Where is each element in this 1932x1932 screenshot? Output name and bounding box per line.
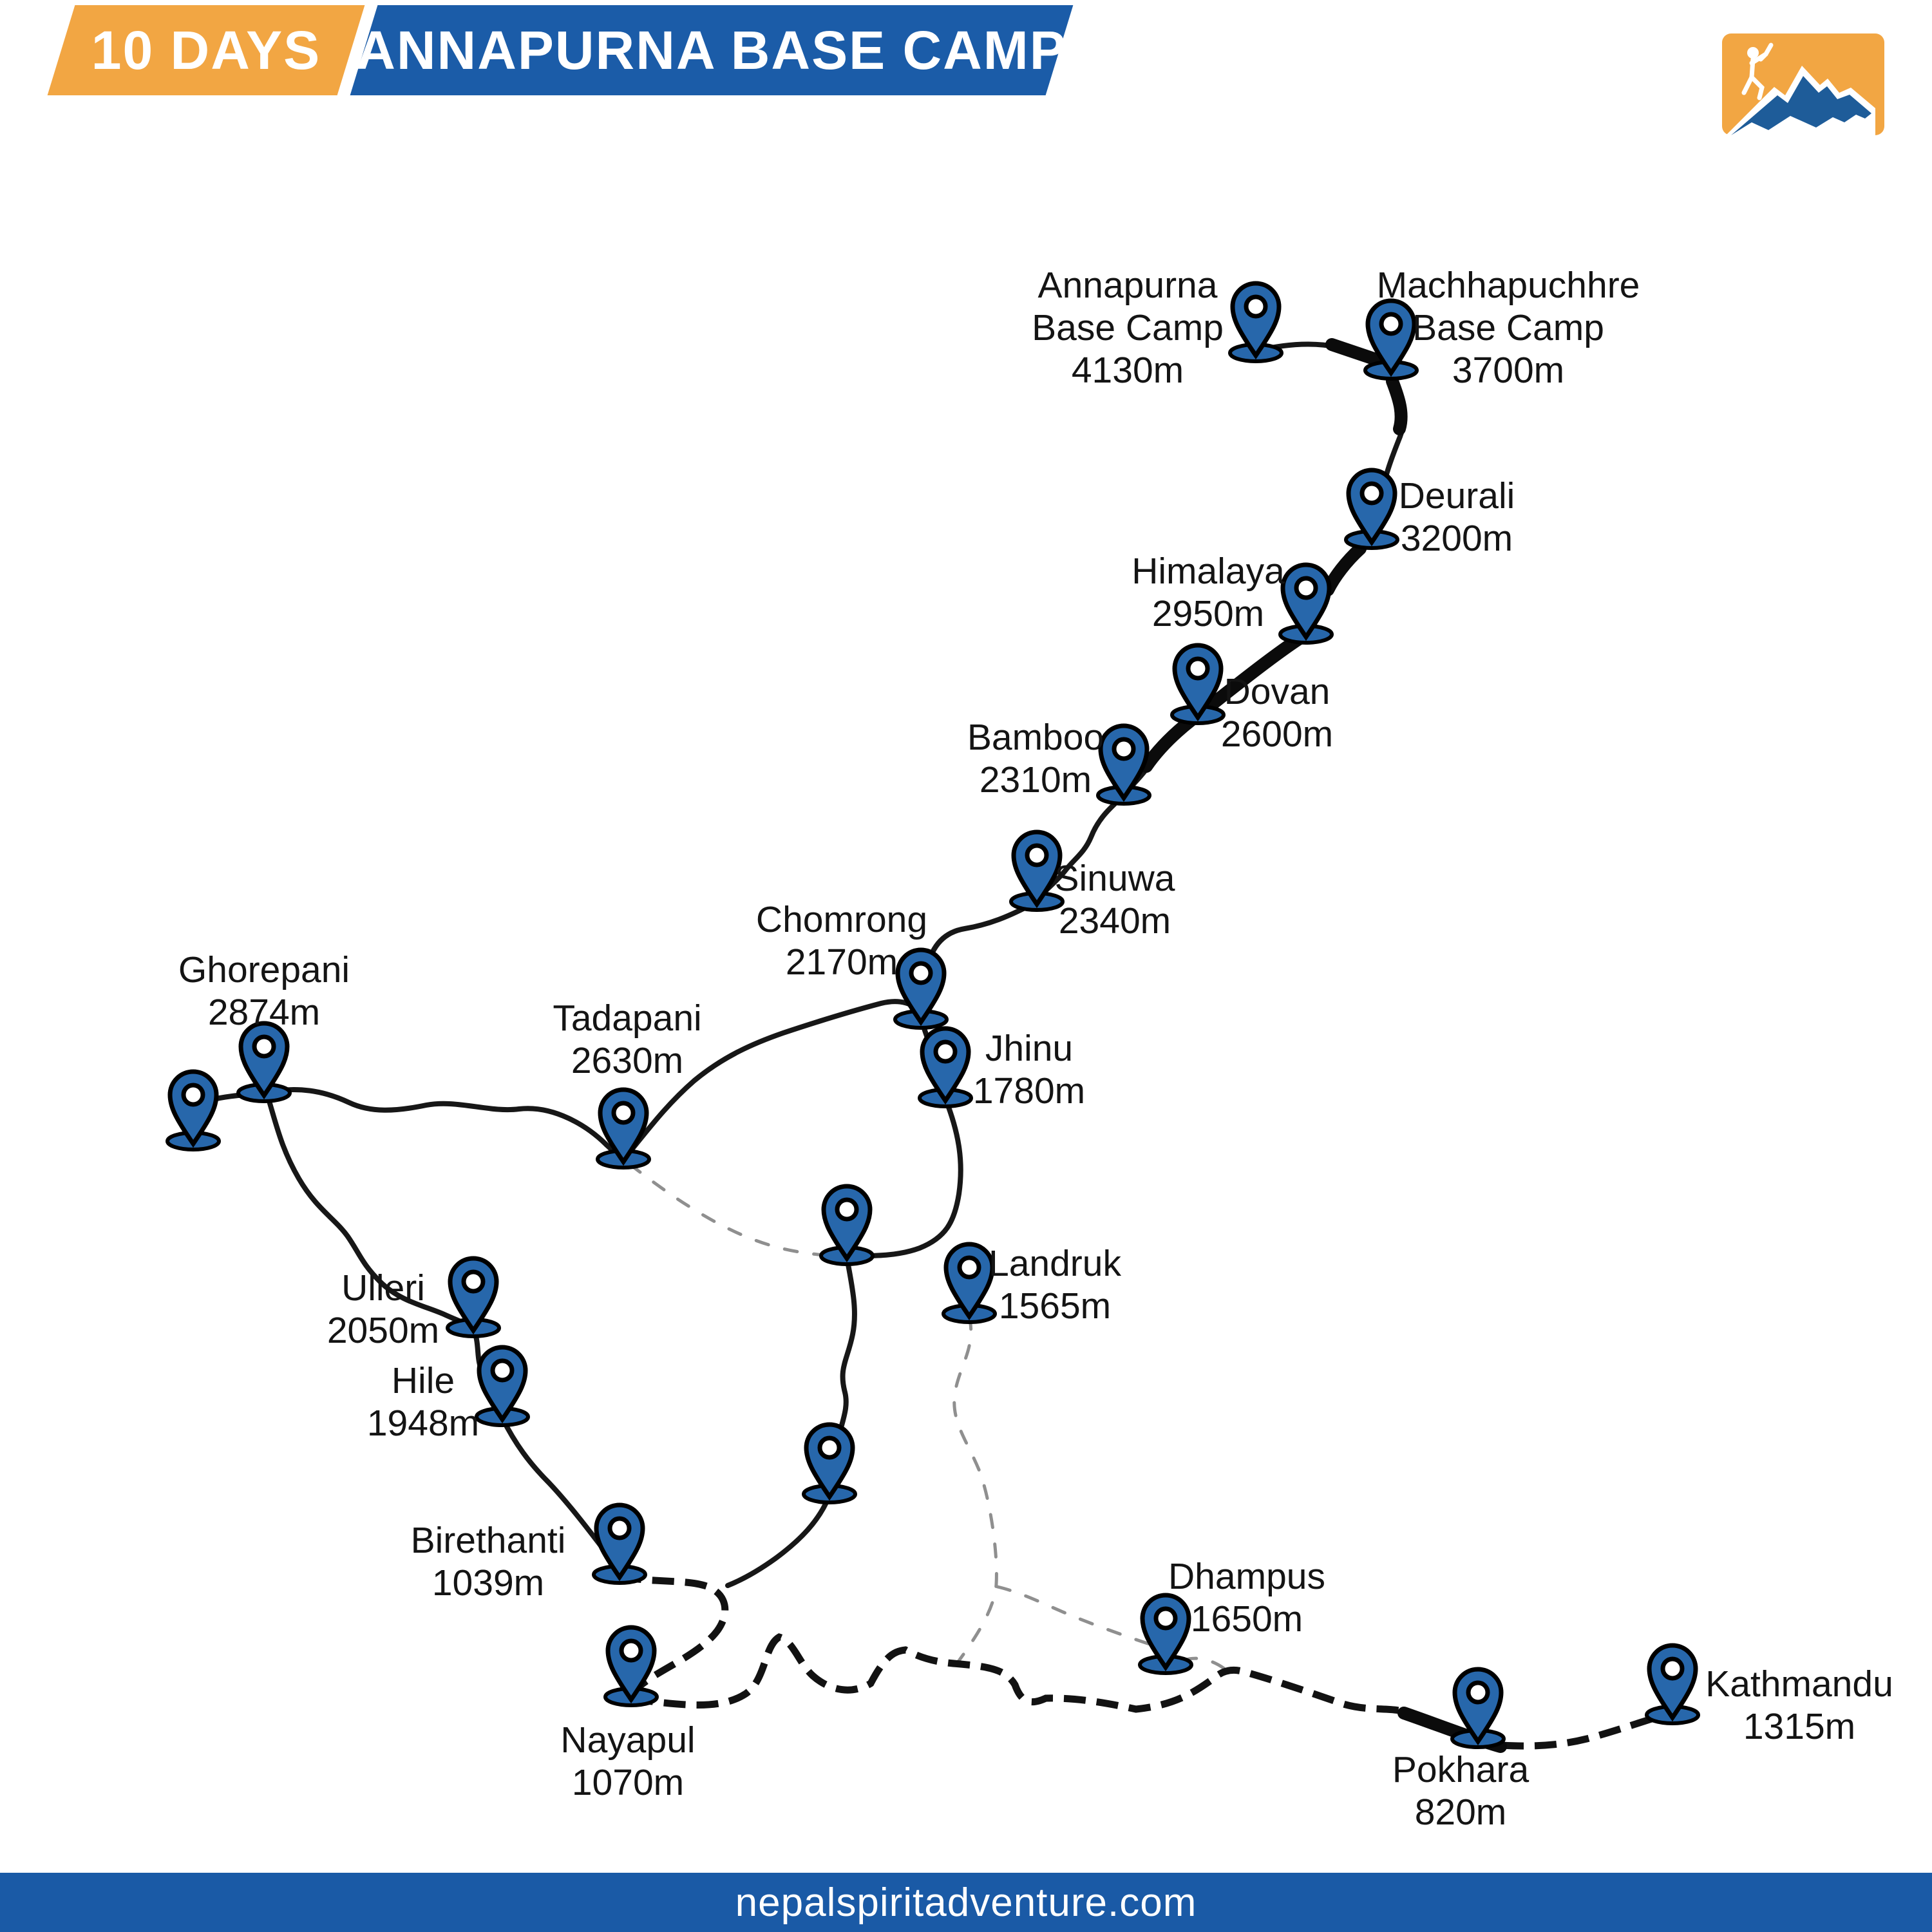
pin-hole xyxy=(1660,1656,1685,1681)
road-nayapul-pokhara xyxy=(630,1633,1399,1714)
pin-hole xyxy=(1379,312,1403,336)
trail-ghorepani-ulleri xyxy=(265,1092,475,1329)
pin-drop-shape xyxy=(605,1625,657,1704)
banner-days-text: 10 DAYS xyxy=(91,19,321,80)
trail-tadapani-chomrong xyxy=(620,999,923,1163)
path-landruk-south xyxy=(952,1314,998,1670)
map-pin-unlabeled-3 xyxy=(802,1422,857,1504)
trail-ghorepani-tadapani xyxy=(261,1087,625,1162)
map-pin-bamboo xyxy=(1096,723,1151,806)
trail-thick-himalaya-dovan xyxy=(1200,631,1307,715)
banner-title-text: ANNAPURNA BASE CAMP xyxy=(356,19,1067,80)
pin-drop-shape xyxy=(804,1422,855,1501)
map-pin-deurali xyxy=(1344,468,1399,550)
footer-website-text: nepalspiritadventure.com xyxy=(735,1880,1197,1925)
pin-drop-shape xyxy=(167,1069,219,1148)
trail-to-birethanti-junction xyxy=(725,1493,832,1588)
map-pin-kathmandu xyxy=(1645,1643,1700,1725)
trail-thick-below-mbc xyxy=(1386,375,1408,435)
map-pin-jhinu xyxy=(918,1026,973,1108)
banner-title-badge: ANNAPURNA BASE CAMP xyxy=(350,5,1074,95)
pin-drop-shape xyxy=(598,1087,649,1166)
pin-drop-shape xyxy=(895,947,947,1027)
pin-drop-shape xyxy=(1346,468,1397,547)
pin-hole xyxy=(1359,481,1384,506)
map-pin-unlabeled-1 xyxy=(166,1069,221,1151)
pin-drop-shape xyxy=(1011,829,1063,909)
pin-drop-shape xyxy=(943,1242,995,1321)
map-pin-birethanti xyxy=(592,1502,647,1585)
logo-climber-icon xyxy=(1741,43,1774,100)
pin-hole xyxy=(1294,576,1318,600)
pin-drop-shape xyxy=(1365,298,1417,377)
company-logo xyxy=(1722,33,1884,135)
road-pokhara-kathmandu xyxy=(1501,1711,1665,1750)
pin-hole xyxy=(1025,843,1049,867)
trail-thick-deurali xyxy=(1321,542,1367,596)
map-pin-himalaya xyxy=(1278,562,1334,645)
trail-jhinu-junction xyxy=(845,1096,963,1259)
pin-hole xyxy=(1153,1606,1178,1631)
map-pin-sinuwa xyxy=(1009,829,1065,912)
map-pin-hile xyxy=(475,1345,530,1427)
pin-hole xyxy=(461,1269,486,1294)
pin-drop-shape xyxy=(477,1345,528,1424)
map-pin-unlabeled-2 xyxy=(819,1184,875,1266)
pin-hole xyxy=(817,1435,842,1460)
map-pin-machhapuchhre-base-camp xyxy=(1363,298,1419,381)
pin-drop-shape xyxy=(1452,1667,1504,1746)
map-pin-dhampus xyxy=(1138,1593,1193,1675)
pin-hole xyxy=(611,1101,636,1125)
pin-drop-shape xyxy=(1230,281,1282,360)
pin-drop-shape xyxy=(594,1502,645,1582)
pin-drop-shape xyxy=(1647,1643,1698,1722)
path-tadapani-ghandruk xyxy=(628,1162,843,1258)
pin-hole xyxy=(619,1638,643,1663)
map-pin-ghorepani xyxy=(236,1021,292,1103)
road-birethanti-nayapul xyxy=(618,1573,729,1698)
pin-hole xyxy=(835,1197,859,1222)
map-pin-dovan xyxy=(1170,643,1226,725)
map-pin-tadapani xyxy=(596,1087,651,1170)
map-pin-nayapul xyxy=(603,1625,659,1707)
pin-drop-shape xyxy=(1098,723,1150,802)
pin-hole xyxy=(1244,294,1268,319)
pin-hole xyxy=(1112,737,1136,761)
pin-hole xyxy=(957,1255,981,1280)
pin-drop-shape xyxy=(1140,1593,1191,1672)
pin-drop-shape xyxy=(448,1256,499,1335)
pin-hole xyxy=(933,1039,958,1064)
map-pin-pokhara xyxy=(1450,1667,1506,1749)
path-split-dhampus xyxy=(996,1585,1153,1647)
pin-hole xyxy=(1186,656,1210,681)
pin-drop-shape xyxy=(1280,562,1332,641)
pin-hole xyxy=(490,1358,515,1383)
map-pin-landruk xyxy=(942,1242,997,1324)
trail-thick-abc-mbc xyxy=(1325,338,1390,368)
pin-drop-shape xyxy=(1172,643,1224,722)
pin-drop-shape xyxy=(238,1021,290,1100)
pin-hole xyxy=(607,1516,632,1540)
pin-hole xyxy=(1466,1680,1490,1705)
pin-hole xyxy=(252,1034,276,1059)
pin-drop-shape xyxy=(821,1184,873,1263)
pin-drop-shape xyxy=(920,1026,971,1105)
logo-mountain-icon xyxy=(1731,76,1871,135)
map-pin-annapurna-base-camp xyxy=(1228,281,1283,363)
trail-thick-dovan-bamboo xyxy=(1140,714,1198,773)
pin-hole xyxy=(181,1083,205,1107)
banner-days-badge: 10 DAYS xyxy=(47,5,365,95)
map-pin-ulleri xyxy=(446,1256,501,1338)
pin-hole xyxy=(909,961,933,985)
footer-bar: nepalspiritadventure.com xyxy=(0,1873,1932,1932)
map-pin-chomrong xyxy=(893,947,949,1030)
